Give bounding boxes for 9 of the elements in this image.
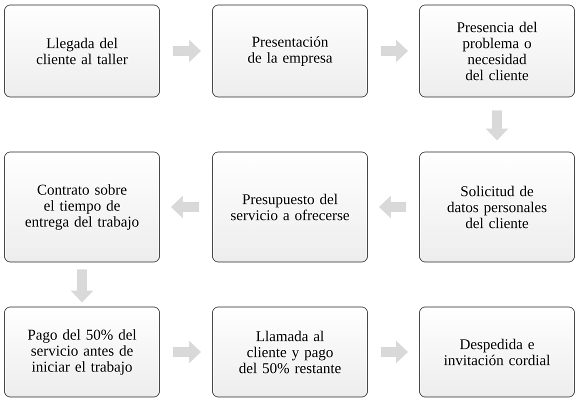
process-box: Llamada al cliente y pago del 50% restante <box>212 306 368 398</box>
process-box: Pago del 50% del servicio antes de iniciar el trabajo <box>4 306 160 398</box>
process-box: Despedida e invitación cordial <box>419 306 575 398</box>
process-box: Llegada del cliente al taller <box>4 4 160 98</box>
process-box: Presentación de la empresa <box>212 4 368 98</box>
process-box: Presupuesto del servicio a ofrecerse <box>212 152 368 262</box>
process-box: Presencia del problema o necesidad del cliente <box>419 4 575 98</box>
process-box: Contrato sobre el tiempo de entrega del trabajo <box>4 152 160 262</box>
process-box: Solicitud de datos personales del cliente <box>419 152 575 262</box>
